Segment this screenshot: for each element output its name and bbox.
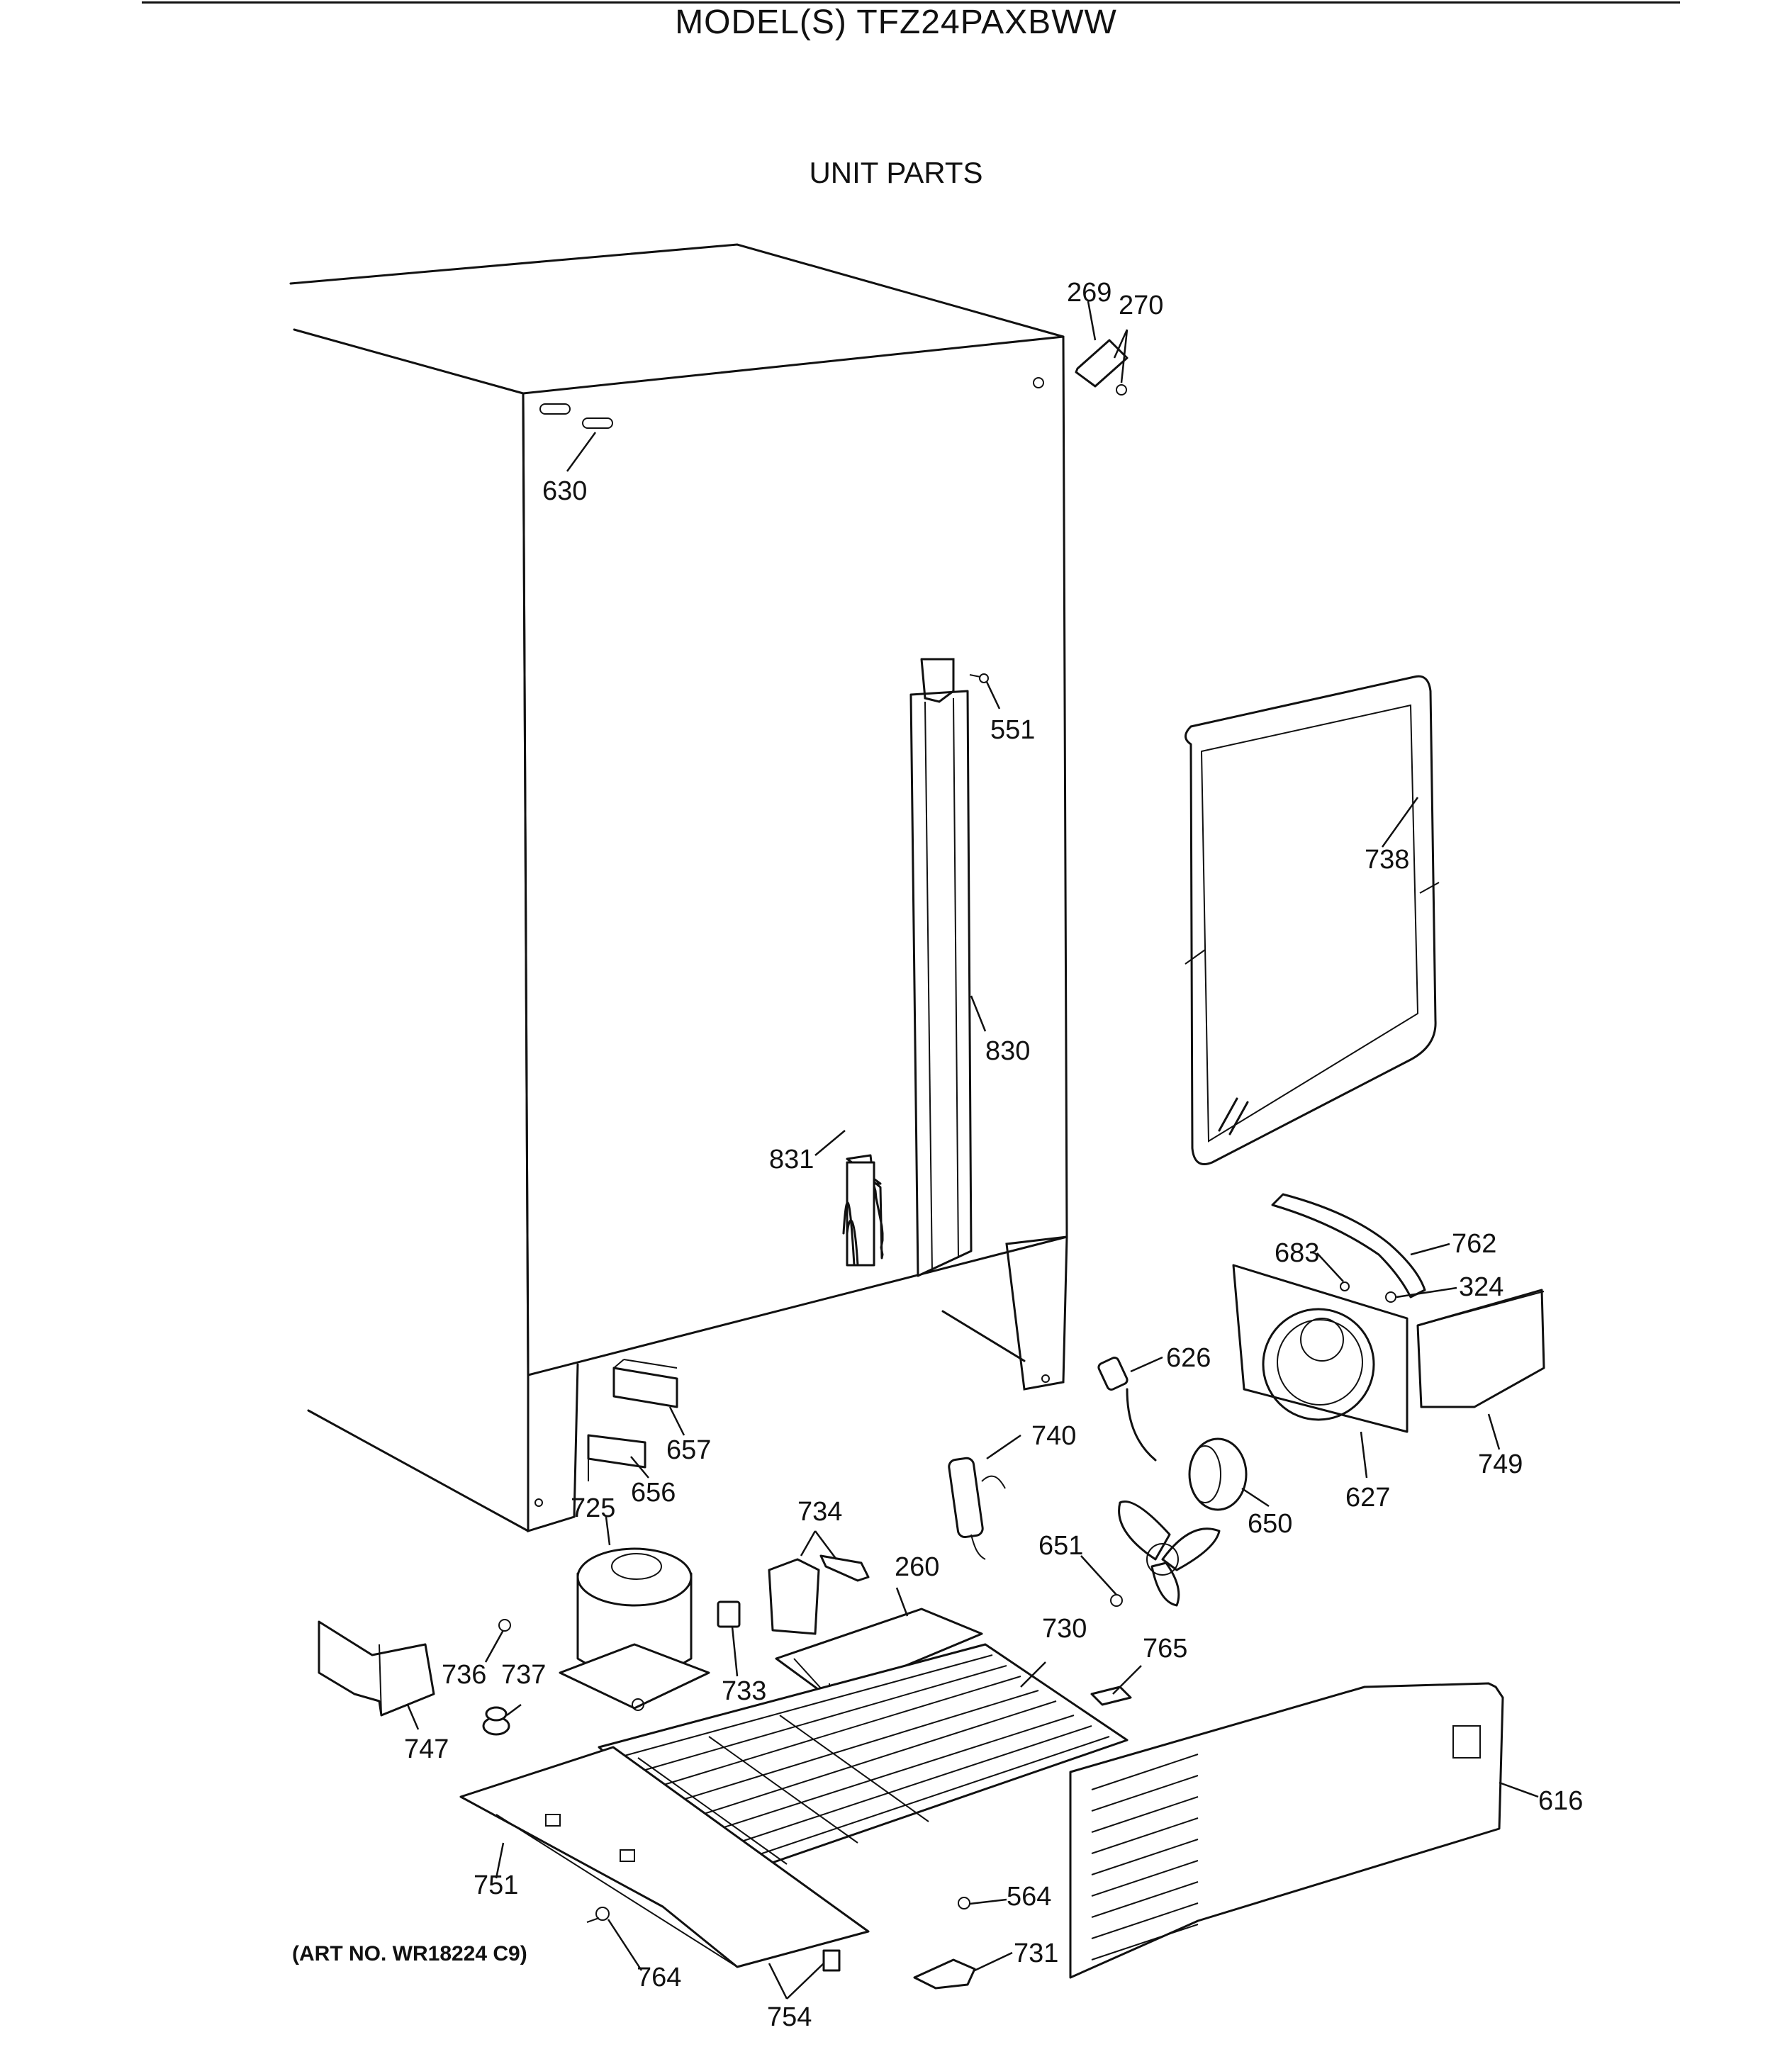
- callout-754: 754: [767, 2002, 812, 2032]
- callout-762: 762: [1452, 1229, 1496, 1259]
- callout-831: 831: [769, 1145, 814, 1174]
- part-762-strip: [1271, 1193, 1426, 1299]
- callout-730: 730: [1042, 1614, 1087, 1644]
- part-764-clip: [586, 1907, 610, 1923]
- part-831-heater: [842, 1154, 884, 1267]
- callout-734: 734: [797, 1497, 842, 1527]
- part-683-screw: [1340, 1281, 1350, 1291]
- part-627-shroud: [1232, 1264, 1409, 1433]
- callout-564: 564: [1007, 1882, 1051, 1912]
- callout-740: 740: [1031, 1421, 1076, 1451]
- callout-324: 324: [1459, 1272, 1503, 1302]
- callout-725: 725: [571, 1493, 615, 1523]
- callout-626: 626: [1166, 1343, 1211, 1373]
- callout-683: 683: [1275, 1238, 1319, 1268]
- part-733: [717, 1600, 741, 1628]
- callout-616: 616: [1538, 1786, 1583, 1816]
- callout-737: 737: [501, 1660, 546, 1690]
- part-754: [822, 1949, 841, 1972]
- callout-751: 751: [474, 1870, 518, 1900]
- part-738-gasket: [1185, 675, 1440, 1165]
- part-564-screw: [958, 1897, 970, 1909]
- part-324-screw: [1385, 1291, 1396, 1303]
- callout-764: 764: [637, 1963, 681, 1992]
- model-title: MODEL(S) TFZ24PAXBWW: [675, 4, 1117, 41]
- callout-650: 650: [1248, 1509, 1292, 1539]
- callout-551: 551: [990, 715, 1035, 745]
- callout-627: 627: [1345, 1483, 1390, 1513]
- callout-747: 747: [404, 1734, 449, 1764]
- part-736: [498, 1619, 511, 1632]
- part-616-grille: [1069, 1682, 1504, 1979]
- callout-657: 657: [666, 1435, 711, 1465]
- part-737-grommet: [482, 1706, 510, 1736]
- top-rule: [142, 1, 1680, 4]
- callout-270: 270: [1119, 291, 1163, 320]
- callout-651: 651: [1038, 1531, 1083, 1561]
- callout-749: 749: [1478, 1449, 1523, 1479]
- part-730-condenser: [598, 1643, 1129, 1876]
- part-749-cover: [1416, 1289, 1545, 1408]
- part-725-compressor: [559, 1547, 710, 1711]
- callout-656: 656: [631, 1478, 676, 1508]
- part-626-cord: [1097, 1357, 1157, 1462]
- callout-731: 731: [1014, 1939, 1058, 1968]
- art-number-note: (ART NO. WR18224 C9): [292, 1942, 527, 1965]
- part-740-thermostat: [948, 1457, 1006, 1560]
- part-830-channel: [909, 658, 973, 1277]
- part-630: [539, 403, 571, 415]
- part-734-relay: [768, 1554, 870, 1635]
- part-650-motor: [1188, 1437, 1248, 1511]
- part-751-base-pan: [459, 1746, 870, 1968]
- section-title: UNIT PARTS: [809, 156, 983, 189]
- callout-736: 736: [442, 1660, 486, 1690]
- callout-labels: 269 270 630 551 738 830 831 762 683 324 …: [404, 278, 1583, 2032]
- part-731-bracket: [913, 1958, 976, 1990]
- part-656-bracket: [587, 1434, 646, 1481]
- leader-lines: [406, 301, 1539, 2000]
- part-765: [1090, 1686, 1132, 1706]
- callout-765: 765: [1143, 1634, 1187, 1664]
- part-269-270: [1075, 339, 1129, 396]
- part-551-screw: [969, 673, 989, 683]
- callout-738: 738: [1365, 845, 1409, 875]
- part-651-fan-blade: [1110, 1501, 1221, 1607]
- callout-830: 830: [985, 1036, 1030, 1066]
- callout-630: 630: [542, 476, 587, 506]
- part-747-panel: [318, 1620, 435, 1717]
- callout-260: 260: [895, 1552, 939, 1582]
- callout-733: 733: [722, 1676, 766, 1706]
- part-657-bracket: [612, 1359, 678, 1408]
- callout-269: 269: [1067, 278, 1111, 308]
